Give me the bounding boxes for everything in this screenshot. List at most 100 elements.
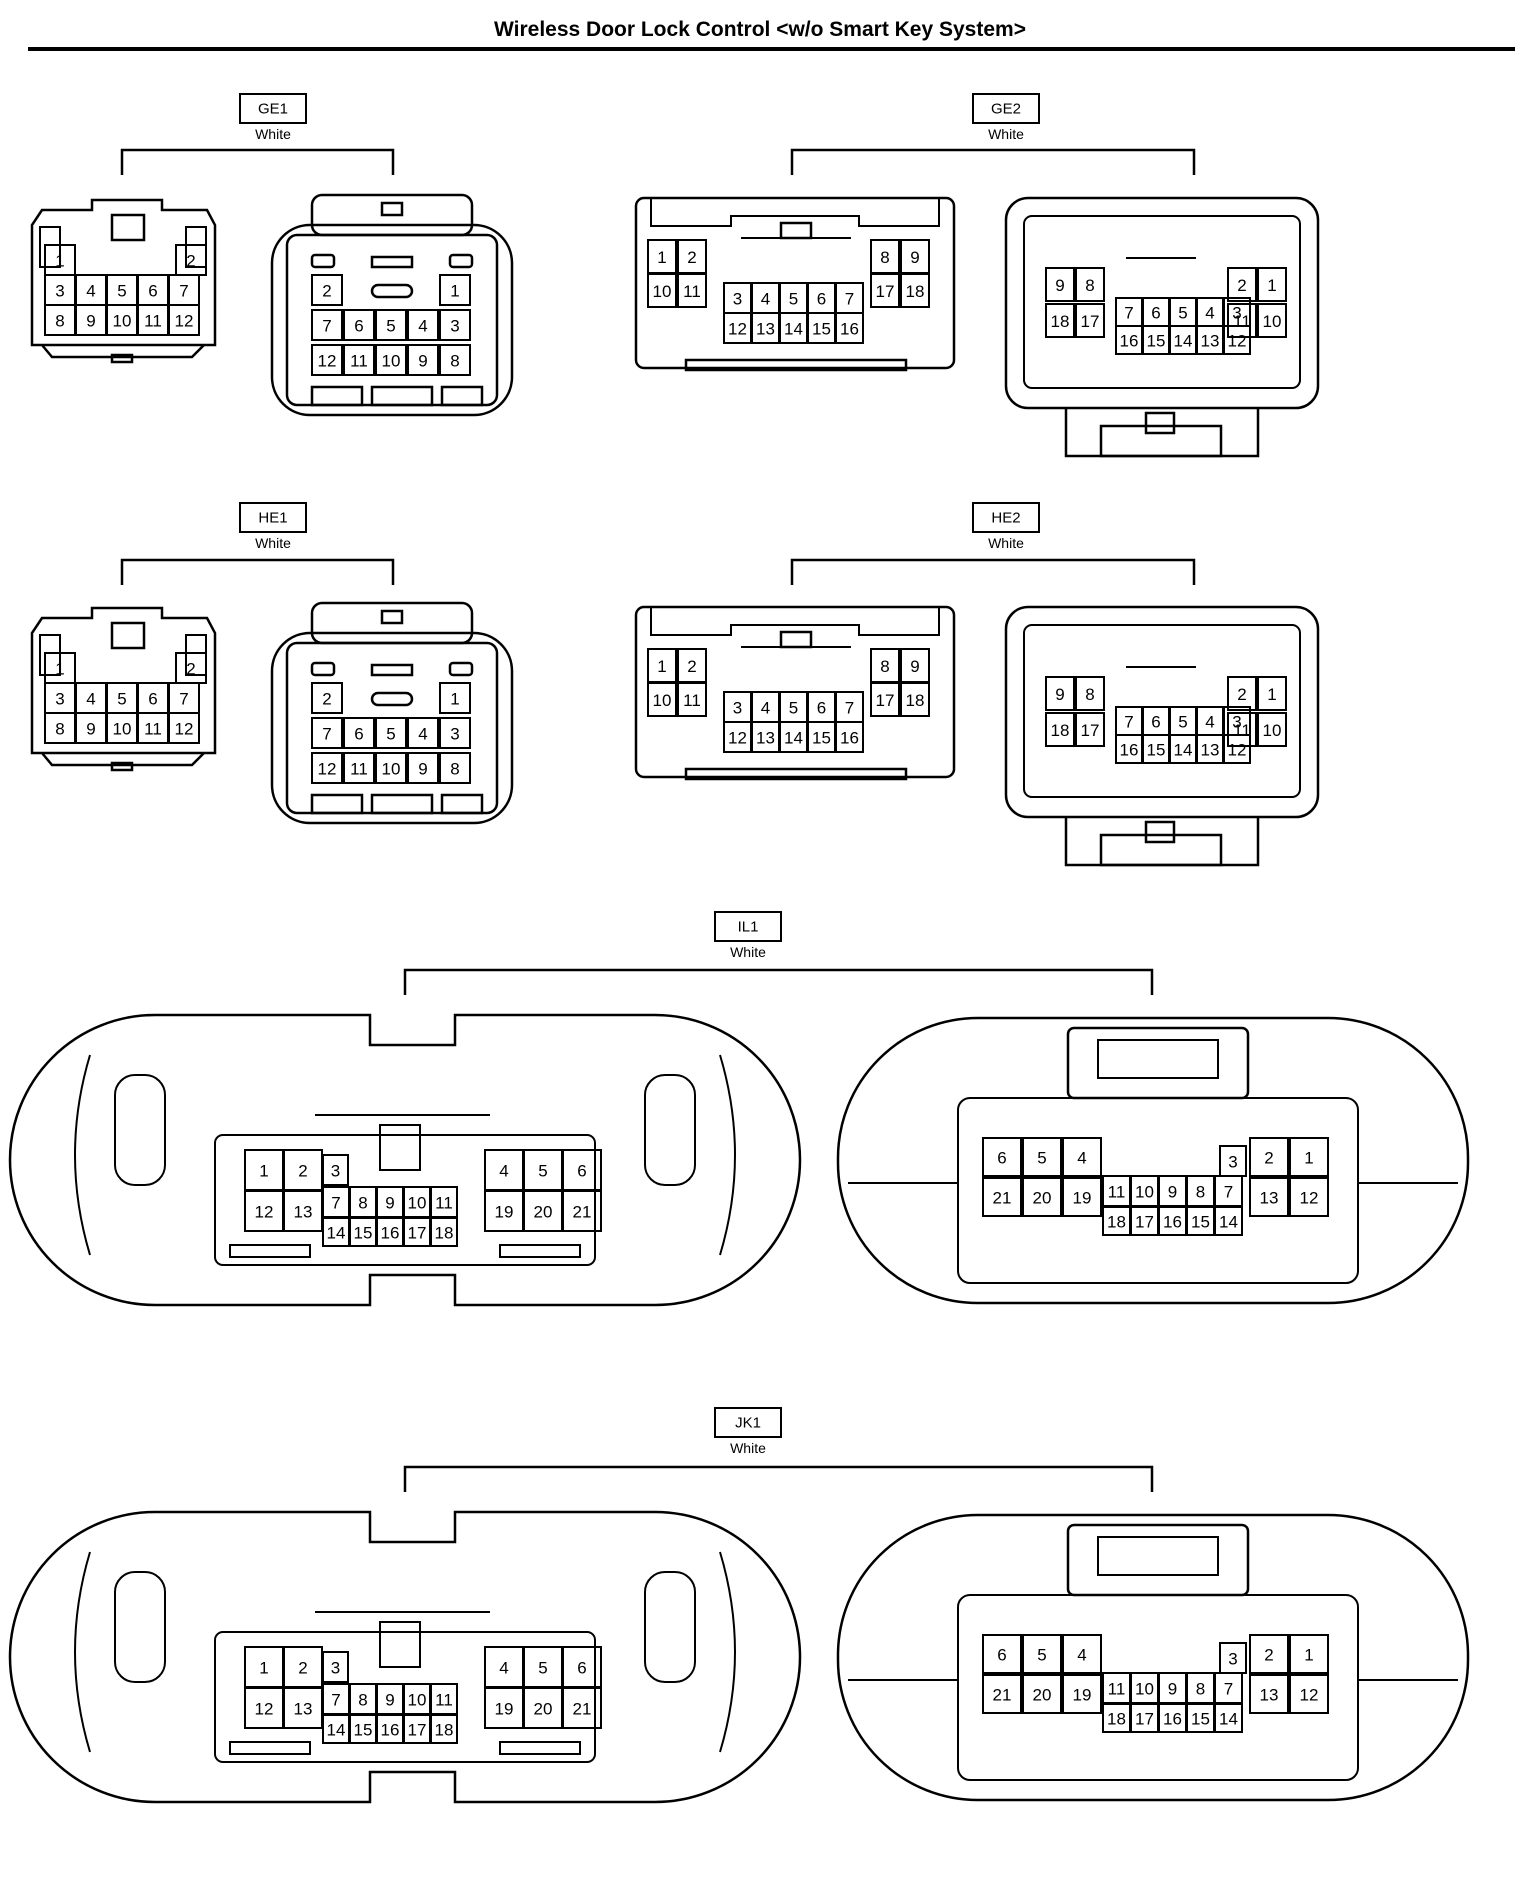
pin-number: 1 bbox=[259, 1659, 268, 1678]
pin-cell bbox=[677, 682, 707, 717]
pin-cell bbox=[1257, 267, 1287, 302]
pin-number: 15 bbox=[1191, 1213, 1210, 1232]
pin-number: 12 bbox=[728, 729, 747, 748]
pin-number: 6 bbox=[148, 690, 157, 709]
pin-cell bbox=[900, 682, 930, 717]
pin-cell bbox=[1075, 303, 1105, 338]
pin-number: 9 bbox=[1168, 1680, 1177, 1699]
pin-number: 18 bbox=[435, 1224, 454, 1243]
pin-number: 13 bbox=[1201, 741, 1220, 760]
pin-cell bbox=[982, 1177, 1022, 1217]
pin-cell bbox=[1045, 712, 1075, 747]
pin-number: 21 bbox=[993, 1686, 1012, 1705]
pin-number: 7 bbox=[1124, 713, 1133, 732]
pin-number: 3 bbox=[55, 690, 64, 709]
pin-number: 14 bbox=[784, 320, 803, 339]
pin-number: 3 bbox=[733, 290, 742, 309]
pin-number: 20 bbox=[1033, 1686, 1052, 1705]
pin-cell bbox=[1062, 1177, 1102, 1217]
pin-cell bbox=[439, 274, 471, 306]
pin-cell bbox=[343, 717, 375, 749]
connector-id: JK1 bbox=[735, 1415, 761, 1432]
pin-cell bbox=[1289, 1177, 1329, 1217]
pin-number: 16 bbox=[1120, 332, 1139, 351]
pin-cell bbox=[375, 309, 407, 341]
pin-number: 17 bbox=[876, 691, 895, 710]
pin-cell bbox=[900, 273, 930, 308]
pin-cell bbox=[1075, 676, 1105, 711]
pin-cell bbox=[1062, 1634, 1102, 1674]
pin-number: 4 bbox=[418, 725, 427, 744]
pin-cell bbox=[982, 1674, 1022, 1714]
pin-number: 11 bbox=[683, 282, 701, 301]
pin-number: 12 bbox=[255, 1203, 274, 1222]
pin-number: 8 bbox=[358, 1194, 367, 1213]
pin-number: 11 bbox=[435, 1194, 453, 1213]
pin-cell bbox=[982, 1634, 1022, 1674]
pin-number: 15 bbox=[812, 729, 831, 748]
pin-number: 4 bbox=[1205, 304, 1214, 323]
pin-cell bbox=[311, 717, 343, 749]
pin-number: 10 bbox=[653, 282, 672, 301]
pin-number: 18 bbox=[1051, 721, 1070, 740]
pin-number: 5 bbox=[386, 317, 395, 336]
pin-number: 16 bbox=[381, 1224, 400, 1243]
pin-number: 2 bbox=[322, 282, 331, 301]
pin-number: 6 bbox=[354, 725, 363, 744]
pin-number: 1 bbox=[1304, 1646, 1313, 1665]
pin-number: 9 bbox=[385, 1691, 394, 1710]
pin-cell bbox=[1289, 1634, 1329, 1674]
pin-number: 1 bbox=[1304, 1149, 1313, 1168]
pin-cell bbox=[562, 1190, 602, 1232]
pin-number: 5 bbox=[1037, 1149, 1046, 1168]
pin-number: 5 bbox=[117, 282, 126, 301]
pin-number: 10 bbox=[408, 1194, 427, 1213]
pin-number: 5 bbox=[789, 699, 798, 718]
pin-number: 13 bbox=[1201, 332, 1220, 351]
pin-cell bbox=[439, 344, 471, 376]
pin-number: 3 bbox=[733, 699, 742, 718]
pin-number: 10 bbox=[408, 1691, 427, 1710]
pin-cell bbox=[168, 304, 200, 336]
pin-number: 8 bbox=[1196, 1183, 1205, 1202]
pin-cell bbox=[343, 752, 375, 784]
pin-number: 19 bbox=[1073, 1189, 1092, 1208]
pin-number: 3 bbox=[331, 1659, 340, 1678]
pin-number: 3 bbox=[1232, 713, 1241, 732]
pin-cell bbox=[168, 712, 200, 744]
pin-number: 14 bbox=[1174, 741, 1193, 760]
pin-number: 15 bbox=[812, 320, 831, 339]
pin-number: 10 bbox=[1135, 1680, 1154, 1699]
pin-number: 17 bbox=[876, 282, 895, 301]
pin-number: 7 bbox=[179, 690, 188, 709]
pin-cell bbox=[1062, 1137, 1102, 1177]
pin-number: 6 bbox=[1151, 713, 1160, 732]
pin-cell bbox=[343, 344, 375, 376]
pin-number: 11 bbox=[1108, 1680, 1126, 1699]
pin-number: 16 bbox=[840, 729, 859, 748]
pin-cell bbox=[439, 682, 471, 714]
pin-number: 12 bbox=[175, 720, 194, 739]
pin-cell bbox=[311, 682, 343, 714]
pin-number: 6 bbox=[817, 699, 826, 718]
pin-cell bbox=[562, 1687, 602, 1729]
pin-number: 10 bbox=[1263, 312, 1282, 331]
pin-number: 16 bbox=[1163, 1710, 1182, 1729]
pin-number: 21 bbox=[993, 1189, 1012, 1208]
pin-number: 17 bbox=[408, 1721, 427, 1740]
pin-cell bbox=[407, 344, 439, 376]
pin-cell bbox=[407, 752, 439, 784]
pin-number: 19 bbox=[495, 1203, 514, 1222]
pin-number: 13 bbox=[294, 1203, 313, 1222]
connector-id: HE2 bbox=[991, 510, 1020, 527]
pin-cell bbox=[1227, 303, 1257, 338]
pin-number: 11 bbox=[683, 691, 701, 710]
pin-cell bbox=[1022, 1177, 1062, 1217]
